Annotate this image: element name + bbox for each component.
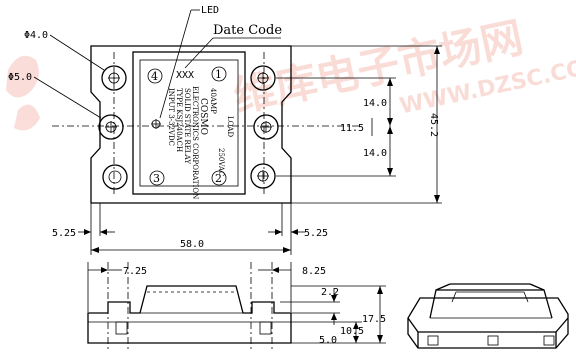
relay-company: ELECTRONICS CORPORATION — [191, 86, 199, 199]
total-h-dim: 17.5 — [362, 314, 386, 325]
step-dim: 2.2 — [321, 287, 339, 298]
small-hole-callout: Φ4.0 — [24, 30, 48, 41]
hole-mount-right — [253, 114, 279, 140]
hole-top-left — [101, 65, 127, 91]
front-profile — [87, 285, 292, 344]
hole-mount-left — [98, 114, 124, 140]
led-callout: LED — [201, 5, 219, 16]
pin-1-label: 1 — [215, 68, 222, 81]
large-hole-callout: Φ5.0 — [8, 72, 32, 83]
side-left-dim: 7.25 — [123, 266, 147, 277]
width-dim: 58.0 — [180, 239, 204, 250]
small-hole-leader — [49, 34, 105, 71]
large-hole-leader — [33, 76, 102, 119]
pin-2-circle — [211, 170, 227, 186]
side-right-dim: 8.25 — [302, 266, 326, 277]
relay-amp: 40AMP — [209, 88, 217, 114]
pitch-top-dim: 14.0 — [363, 98, 387, 109]
label-plate — [132, 51, 246, 195]
offset-right-dim: 5.25 — [304, 228, 328, 239]
relay-brand: COSMO — [198, 98, 208, 135]
hole-bottom-left — [102, 164, 128, 190]
base-h-dim: 5.0 — [319, 335, 337, 346]
relay-label-text: COSMO ELECTRONICS CORPORATION SOLID STAT… — [167, 70, 234, 199]
pin-3-circle — [149, 170, 165, 186]
pin-4-label: 4 — [151, 70, 158, 83]
mid-h-dim: 10.5 — [340, 326, 364, 337]
hole-top-right — [250, 65, 276, 91]
pin-1-circle — [211, 66, 227, 82]
date-code-leader — [184, 37, 214, 69]
relay-input: INPUT 3-32VDC — [167, 88, 175, 146]
relay-voltage: 250VAC — [217, 148, 225, 176]
height-dim: 45.2 — [428, 113, 439, 137]
pin-4-circle — [147, 68, 163, 84]
pin-3-label: 3 — [153, 172, 160, 185]
front-view: 7.25 8.25 2.2 10.5 5.0 17.5 — [87, 262, 386, 350]
led-leader — [159, 9, 192, 119]
relay-kind: SOLID STATE RELAY — [183, 88, 191, 164]
date-code-marks: XXX — [176, 70, 194, 81]
watermark-logo — [6, 55, 40, 131]
pitch-bottom-dim: 14.0 — [363, 148, 387, 159]
iso-body — [429, 289, 553, 319]
relay-type: TYPE KSJ240ACH — [175, 88, 183, 152]
date-code-callout: Date Code — [213, 23, 282, 38]
led-icon — [151, 119, 161, 129]
pin-2-label: 2 — [215, 172, 222, 185]
top-view: 4 1 3 2 COSMO ELECTRONICS CORPORATION SO… — [8, 5, 442, 255]
offset-left-dim: 5.25 — [52, 228, 76, 239]
relay-load: LOAD — [226, 116, 234, 137]
label-plate-inner — [139, 59, 239, 187]
center-dim: 11.5 — [340, 123, 364, 134]
isometric-view — [407, 283, 569, 349]
iso-base — [407, 297, 569, 349]
hole-bottom-right — [250, 163, 276, 189]
